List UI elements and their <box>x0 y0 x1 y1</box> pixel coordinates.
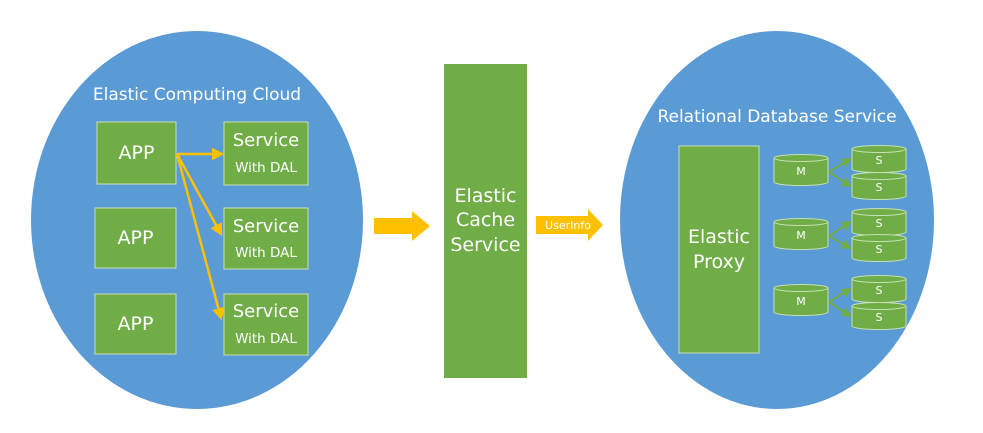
replication-arrow <box>828 157 852 173</box>
replication-arrow <box>828 220 852 237</box>
master-db-label: M <box>796 295 806 308</box>
service-sublabel: With DAL <box>235 160 297 176</box>
cache-label-line: Cache <box>456 209 515 231</box>
replication-arrow <box>828 301 852 318</box>
cache-label-line: Elastic <box>454 185 516 207</box>
app-box[interactable]: APP <box>94 293 177 355</box>
slave-db-label: S <box>876 311 883 324</box>
service-box[interactable]: Service With DAL <box>223 207 309 270</box>
master-db[interactable]: M <box>773 284 829 316</box>
replication-arrow <box>828 171 852 188</box>
slave-db[interactable]: S <box>851 208 907 236</box>
slave-db[interactable]: S <box>851 172 907 200</box>
slave-db-label: S <box>876 284 883 297</box>
app-box[interactable]: APP <box>96 121 177 185</box>
slave-db-label: S <box>876 181 883 194</box>
slave-db-label: S <box>876 154 883 167</box>
slave-db-label: S <box>876 217 883 230</box>
app-label: APP <box>118 227 154 249</box>
replication-arrow <box>828 235 852 249</box>
app-label: APP <box>118 313 154 335</box>
app-box[interactable]: APP <box>94 207 177 269</box>
slave-db-label: S <box>876 243 883 256</box>
service-box[interactable]: Service With DAL <box>223 293 309 356</box>
service-box[interactable]: Service With DAL <box>223 121 309 186</box>
service-label: Service <box>233 130 300 151</box>
service-label: Service <box>233 301 300 322</box>
userinfo-arrow: UserInfo <box>536 209 603 241</box>
replication-arrow <box>828 287 852 303</box>
proxy-label-line: Proxy <box>693 251 745 273</box>
master-db[interactable]: M <box>773 218 829 250</box>
slave-db[interactable]: S <box>851 145 907 173</box>
rds-group: Relational Database Service Elastic Prox… <box>620 31 934 409</box>
master-db-label: M <box>796 165 806 178</box>
userinfo-label: UserInfo <box>545 219 591 232</box>
ecc-group: Elastic Computing Cloud APP APP APP Serv… <box>31 31 363 409</box>
ecc-title: Elastic Computing Cloud <box>93 85 301 105</box>
proxy-label-line: Elastic <box>688 226 750 248</box>
service-sublabel: With DAL <box>235 245 297 261</box>
slave-db[interactable]: S <box>851 275 907 303</box>
cache-rect <box>444 64 527 378</box>
cache-box[interactable]: Elastic Cache Service <box>444 64 527 378</box>
call-arrow <box>175 153 225 321</box>
cache-label-line: Service <box>450 234 520 256</box>
flow-arrow <box>374 211 430 241</box>
app-label: APP <box>119 142 155 164</box>
service-label: Service <box>233 216 300 237</box>
master-db[interactable]: M <box>773 154 829 186</box>
call-arrow <box>175 153 223 237</box>
master-db-label: M <box>796 229 806 242</box>
slave-db[interactable]: S <box>851 234 907 262</box>
proxy-box[interactable]: Elastic Proxy <box>678 145 760 354</box>
rds-title: Relational Database Service <box>657 107 896 127</box>
service-sublabel: With DAL <box>235 331 297 347</box>
slave-db[interactable]: S <box>851 302 907 330</box>
